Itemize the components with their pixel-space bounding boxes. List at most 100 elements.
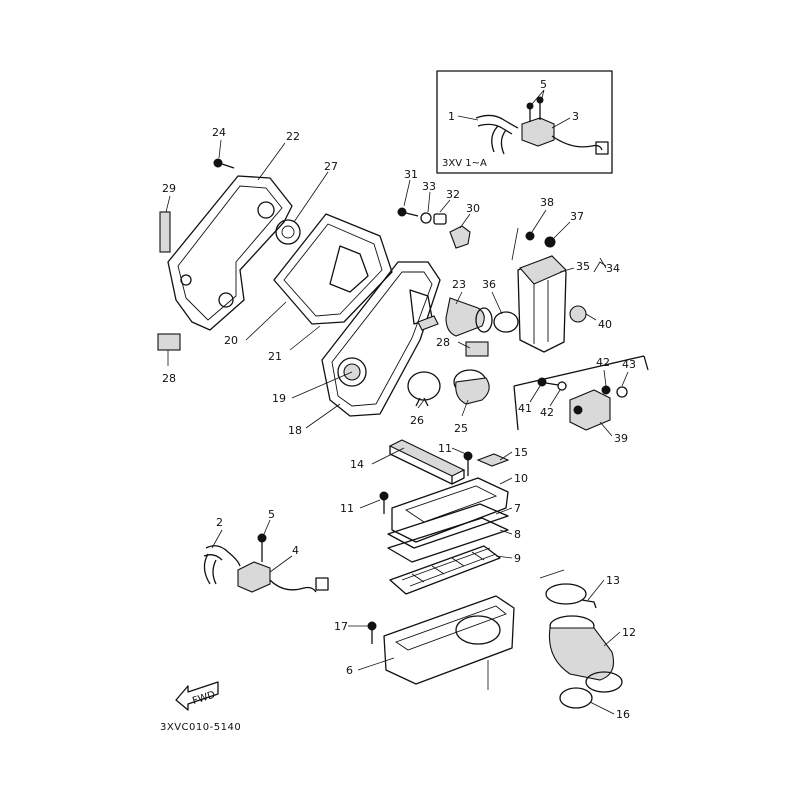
pad-28-right [465,341,489,357]
housing-port-19 [337,357,367,387]
fwd-label: FWD [191,689,217,707]
washer-33 [420,212,432,224]
filter-element-7 [387,503,509,549]
leader-18 [305,403,341,429]
callout-2: 2 [216,516,223,529]
callout-30: 30 [466,202,480,215]
callout-13: 13 [606,574,620,587]
callout-11-top: 11 [438,442,452,455]
callout-15: 15 [514,446,528,459]
callout-35: 35 [576,260,590,273]
callout-5-inset: 5 [540,78,547,91]
inset-screws-5 [529,102,541,122]
hose-2 [203,545,241,567]
callout-23: 23 [452,278,466,291]
bolt-31-head [397,207,407,217]
callout-43: 43 [622,358,636,371]
pad-29 [159,211,171,253]
sponge-14-sides [389,446,465,485]
leader-5 [263,519,271,535]
leader-4 [269,555,293,573]
side-cover-boss-a [257,201,275,219]
callout-4: 4 [292,544,299,557]
callout-9: 9 [514,552,521,565]
filter-case-6 [383,595,515,685]
pad-15 [476,453,510,467]
grommet-40 [569,305,587,323]
gasket-plate-group: 27 21 [268,160,393,363]
leader-2 [211,529,223,549]
leader-13 [587,579,605,601]
boot-25-body [455,377,490,405]
side-cover-boss-c [180,274,192,286]
leader-28-right [457,341,471,349]
intake-duct-group: 34 35 36 37 38 40 [482,196,620,353]
bolt-24-shank [221,163,235,169]
screw-17-head [367,621,377,631]
leader-11-b [359,499,381,509]
clamp-36 [493,311,519,333]
leader-30 [459,213,471,229]
leader-15 [499,451,513,461]
valve-4-connector [315,577,329,591]
callout-34: 34 [606,262,620,275]
inset-hose-1 [475,114,519,135]
leader-16 [589,701,615,715]
inset-connector [595,141,609,155]
nut-43 [616,386,628,398]
callout-28-right: 28 [436,336,450,349]
callout-24: 24 [212,126,226,139]
valve-4 [237,561,271,593]
leader-22 [257,142,286,181]
duct-23 [445,297,485,337]
leader-23 [455,291,463,305]
sponge-14 [388,439,466,477]
bracket-group: 41 42 42 43 39 [513,355,649,445]
housing-18-inner [331,271,433,407]
washer-38 [525,231,535,241]
callout-3: 3 [572,110,579,123]
leader-36 [491,291,503,315]
bolt-31-shank [405,212,419,217]
side-cover-group: 24 22 29 28 20 [157,126,300,385]
bracket-frame [513,355,649,431]
leader-34 [593,261,607,273]
leader-12 [603,631,621,647]
callout-37: 37 [570,210,584,223]
plate-21-window [329,245,369,293]
leader-19 [291,371,353,399]
inset-hose-1-tail [491,125,507,155]
callout-20: 20 [224,334,238,347]
filter-case-6-rim [395,605,507,651]
callout-28-left: 28 [162,372,176,385]
main-housing-group: 19 18 26 25 23 28 [272,261,493,437]
inset-frame [436,70,613,174]
filter-case-6-outlet [455,615,501,645]
leader-42a [549,389,561,407]
pad-28-a [417,315,439,331]
callout-19: 19 [272,392,286,405]
leader-31 [403,179,411,207]
callout-17: 17 [334,620,348,633]
leader-8 [499,529,513,535]
gasket-27-inner [281,225,295,239]
callout-31: 31 [404,168,418,181]
inset-screw-head-a [526,102,534,110]
bolt-41-shank [545,382,559,386]
gasket-8 [387,517,509,563]
bolt-41 [537,377,547,387]
duct-23-flange [475,307,493,333]
intake-duct-35-top [519,255,567,285]
callout-8: 8 [514,528,521,541]
screw-5-head [257,533,267,543]
intake-bracket-lines [511,227,607,269]
leader-5-inset [531,89,545,105]
leader-24 [218,139,222,159]
clamp-13 [545,583,587,605]
callout-21: 21 [268,350,282,363]
leader-42b [603,369,607,387]
fwd-arrow: FWD [175,681,219,711]
leader-1 [457,115,479,121]
callout-29: 29 [162,182,176,195]
leader-25 [461,399,469,417]
